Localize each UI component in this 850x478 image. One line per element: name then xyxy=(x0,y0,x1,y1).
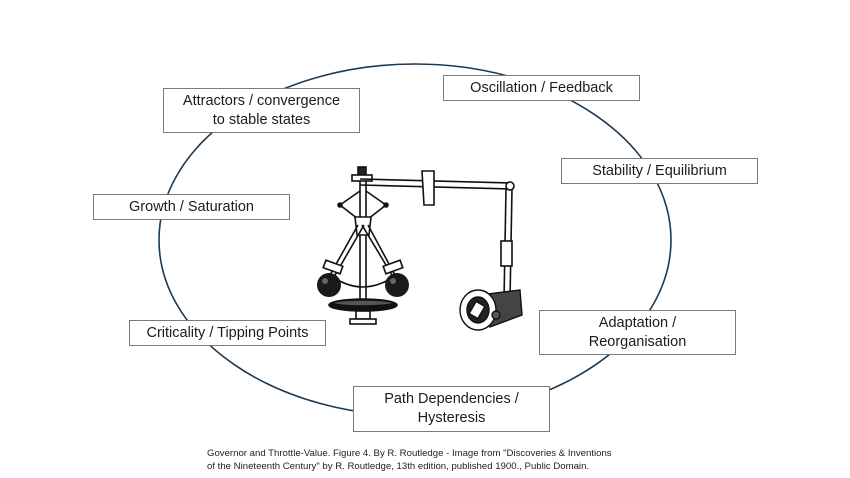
label-attractors: Attractors / convergence to stable state… xyxy=(163,88,360,133)
caption-line-2: of the Nineteenth Century" by R. Routled… xyxy=(207,461,590,472)
label-oscillation: Oscillation / Feedback xyxy=(443,75,640,101)
label-stability: Stability / Equilibrium xyxy=(561,158,758,184)
label-growth: Growth / Saturation xyxy=(93,194,290,220)
label-adaptation: Adaptation / Reorganisation xyxy=(539,310,736,355)
label-criticality-text: Criticality / Tipping Points xyxy=(146,324,309,341)
label-growth-text: Growth / Saturation xyxy=(129,198,254,215)
label-attractors-text: Attractors / convergence to stable state… xyxy=(182,92,341,128)
label-stability-text: Stability / Equilibrium xyxy=(592,162,727,179)
figure-caption: Governor and Throttle-Value. Figure 4. B… xyxy=(207,447,667,473)
caption-line-1: Governor and Throttle-Value. Figure 4. B… xyxy=(207,448,612,459)
label-criticality: Criticality / Tipping Points xyxy=(129,320,326,346)
governor-illustration xyxy=(317,166,523,331)
label-oscillation-text: Oscillation / Feedback xyxy=(470,79,613,96)
label-path-dependencies-text: Path Dependencies / Hysteresis xyxy=(384,391,519,426)
label-path-dependencies: Path Dependencies / Hysteresis xyxy=(353,386,550,432)
label-adaptation-text: Adaptation / Reorganisation xyxy=(588,314,687,350)
